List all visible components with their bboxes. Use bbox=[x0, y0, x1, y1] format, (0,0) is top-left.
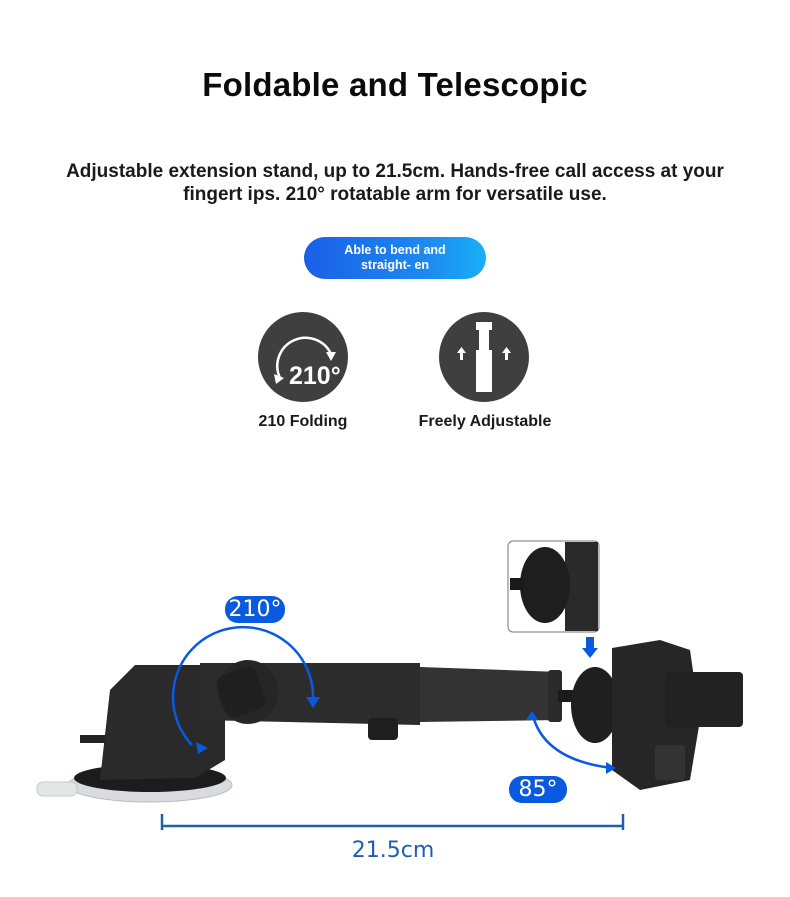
page-subtitle: Adjustable extension stand, up to 21.5cm… bbox=[66, 161, 724, 205]
page-title: Foldable and Telescopic bbox=[202, 66, 588, 103]
bend-straighten-pill: Able to bend and straight- en bbox=[304, 237, 486, 279]
icon-text: 210° bbox=[289, 362, 341, 390]
feature-label-folding: 210 Folding bbox=[258, 413, 348, 430]
telescopic-extend-icon bbox=[439, 312, 529, 402]
phone-holder-diagram bbox=[36, 540, 743, 830]
feature-label-adjustable: Freely Adjustable bbox=[418, 413, 552, 430]
tilt-badge: 85° bbox=[509, 776, 567, 803]
length-label: 21.5cm bbox=[351, 838, 435, 863]
rotate-210-icon: 210° bbox=[258, 312, 348, 402]
pill-label: Able to bend and straight- en bbox=[344, 243, 446, 272]
rotation-badge: 210° bbox=[225, 596, 285, 623]
